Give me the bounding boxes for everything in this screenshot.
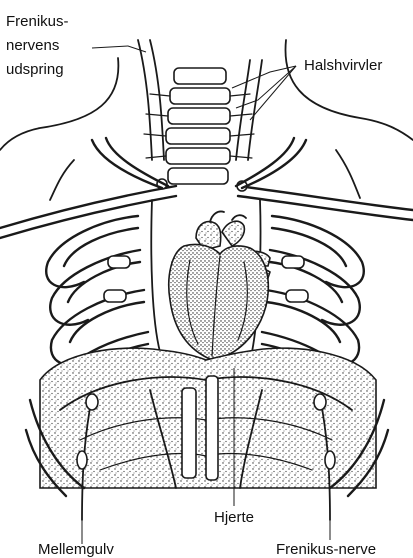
label-diaphragm: Mellemgulv [38,541,114,558]
cervical-vertebrae [144,68,254,191]
diaphragm [40,348,376,488]
label-heart: Hjerte [214,509,254,526]
label-phrenic-origin: Frenikus- nervens udspring [6,13,69,78]
label-phrenic-origin-line2: nervens [6,37,59,54]
label-phrenic-origin-line3: udspring [6,61,64,78]
label-phrenic-nerve: Frenikus-nerve [276,541,376,558]
label-cervical-vertebrae: Halshvirvler [304,57,382,74]
label-phrenic-origin-line1: Frenikus- [6,13,69,30]
